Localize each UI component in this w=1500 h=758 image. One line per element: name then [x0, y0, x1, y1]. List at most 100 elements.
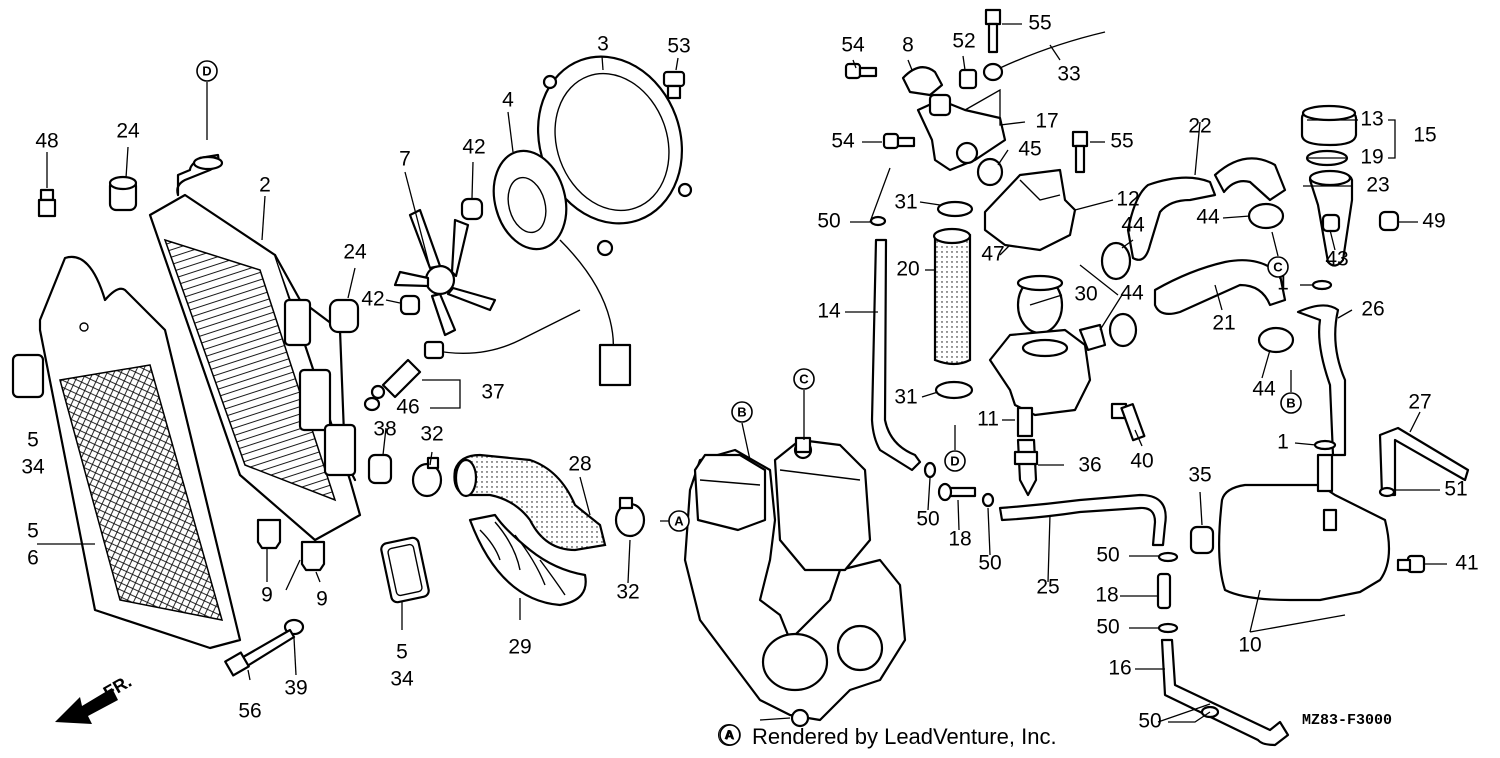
- callout-14: 14: [817, 300, 841, 323]
- callout-23: 23: [1366, 174, 1389, 197]
- callout-43: 43: [1325, 248, 1348, 271]
- callout-39: 39: [284, 677, 307, 700]
- callout-41: 41: [1455, 552, 1478, 575]
- callout-44-d: 44: [1252, 378, 1276, 401]
- callout-27: 27: [1408, 391, 1431, 414]
- callout-53: 53: [667, 35, 690, 58]
- callout-15: 15: [1413, 124, 1436, 147]
- grommet-24-right: [328, 298, 360, 334]
- render-credit: Rendered by LeadVenture, Inc.: [752, 724, 1057, 749]
- callout-34-a: 34: [21, 456, 45, 479]
- bolt-18-left: [937, 482, 977, 502]
- water-hose-22: [1126, 157, 1287, 261]
- water-pipe-8-17: [901, 66, 1007, 172]
- callout-10: 10: [1238, 634, 1261, 657]
- callout-20: 20: [896, 258, 919, 281]
- hose-clamp-32-right: [614, 496, 646, 538]
- callout-31-top: 31: [894, 191, 917, 214]
- svg-text:D: D: [202, 64, 211, 79]
- thermostat-cover-12: [983, 168, 1077, 252]
- marker-c-engine: C: [793, 368, 815, 390]
- screw-53: [662, 70, 686, 100]
- callout-40: 40: [1130, 450, 1153, 473]
- reservoir-hose-26: [1296, 304, 1347, 457]
- cooling-fan: [393, 208, 497, 337]
- clamp-44-d: [1257, 326, 1295, 354]
- callout-50-c: 50: [978, 552, 1001, 575]
- callout-5-c: 5: [396, 641, 408, 664]
- callout-22: 22: [1188, 115, 1211, 138]
- hose-clamp-32-left: [411, 456, 443, 498]
- sensor-36: [1013, 438, 1039, 497]
- radiator-filler-hose: [176, 153, 224, 197]
- bolt-40: [1110, 402, 1146, 442]
- thermo-switch-37: [370, 358, 422, 400]
- callout-44-c: 44: [1120, 282, 1144, 305]
- callout-5-b: 5: [27, 520, 39, 543]
- clip-50-right-lower: [1157, 622, 1179, 634]
- bolt-48: [37, 188, 57, 218]
- callout-34-b: 34: [390, 668, 414, 691]
- callout-37: 37: [481, 381, 504, 404]
- bolt-41: [1396, 554, 1426, 574]
- callout-24-right: 24: [343, 241, 367, 264]
- marker-b-engine: B: [731, 401, 753, 423]
- bolt-54-mid: [882, 132, 916, 150]
- front-direction-arrow: FR.: [55, 671, 135, 724]
- water-hose-21: [1153, 259, 1287, 315]
- callout-32-right: 32: [616, 581, 639, 604]
- callout-31-bottom: 31: [894, 386, 917, 409]
- callout-18-left: 18: [948, 528, 971, 551]
- marker-c-right: C: [1267, 256, 1289, 278]
- svg-text:B: B: [737, 405, 746, 420]
- callout-55-top: 55: [1028, 12, 1051, 35]
- callout-42-left: 42: [361, 288, 384, 311]
- callout-50-f: 50: [1138, 710, 1161, 733]
- callout-9-right: 9: [316, 588, 328, 611]
- callout-30: 30: [1074, 283, 1097, 306]
- siphon-hose-25: [998, 493, 1167, 547]
- reservoir-cap-13: [1300, 104, 1358, 147]
- credit-marker-a: A: [718, 724, 740, 746]
- callout-44-b: 44: [1196, 206, 1220, 229]
- callout-9-left: 9: [261, 584, 273, 607]
- clip-51: [1378, 486, 1396, 498]
- nut-42-top: [460, 197, 484, 221]
- callout-47: 47: [981, 243, 1004, 266]
- callout-54-mid: 54: [831, 130, 855, 153]
- bolt-18-right: [1156, 572, 1172, 610]
- callout-8: 8: [902, 34, 914, 57]
- clip-1-bottom: [1313, 439, 1337, 451]
- callout-35: 35: [1188, 464, 1211, 487]
- thermostat-housing-11: [988, 323, 1107, 438]
- callout-44-a: 44: [1121, 214, 1145, 237]
- bolt-55-mid: [1071, 130, 1089, 174]
- callout-46: 46: [396, 396, 419, 419]
- svg-text:D: D: [950, 454, 959, 469]
- callout-50-a: 50: [817, 210, 840, 233]
- collar-9-left: [256, 518, 282, 550]
- callout-12: 12: [1116, 188, 1139, 211]
- callout-45: 45: [1018, 138, 1041, 161]
- callout-55-mid: 55: [1110, 130, 1133, 153]
- marker-d-center: D: [944, 450, 966, 472]
- nut-43: [1321, 213, 1341, 233]
- callout-numbers: 1 1 2 3 4 5 34 5 6 5 34 7 8 9 9 10 11 12…: [21, 12, 1478, 733]
- callout-19: 19: [1360, 146, 1383, 169]
- reference-markers: A A B B C C D D: [196, 60, 1302, 746]
- callout-3: 3: [597, 33, 609, 56]
- clamp-44-b: [1247, 202, 1285, 230]
- callout-4: 4: [502, 89, 514, 112]
- diagram-code: MZ83-F3000: [1302, 712, 1393, 729]
- grommet-38: [367, 453, 393, 485]
- clamp-31-top: [936, 200, 974, 218]
- reservoir-tank-10: [1218, 453, 1391, 602]
- callout-26: 26: [1361, 298, 1384, 321]
- callout-18-right: 18: [1095, 584, 1118, 607]
- callout-29: 29: [508, 636, 531, 659]
- marker-a-left: A: [668, 510, 690, 532]
- o-ring-46: [363, 396, 381, 412]
- ground-cable-33: [982, 31, 1106, 82]
- clip-1-top: [1311, 279, 1333, 291]
- callout-1-bottom: 1: [1277, 431, 1289, 454]
